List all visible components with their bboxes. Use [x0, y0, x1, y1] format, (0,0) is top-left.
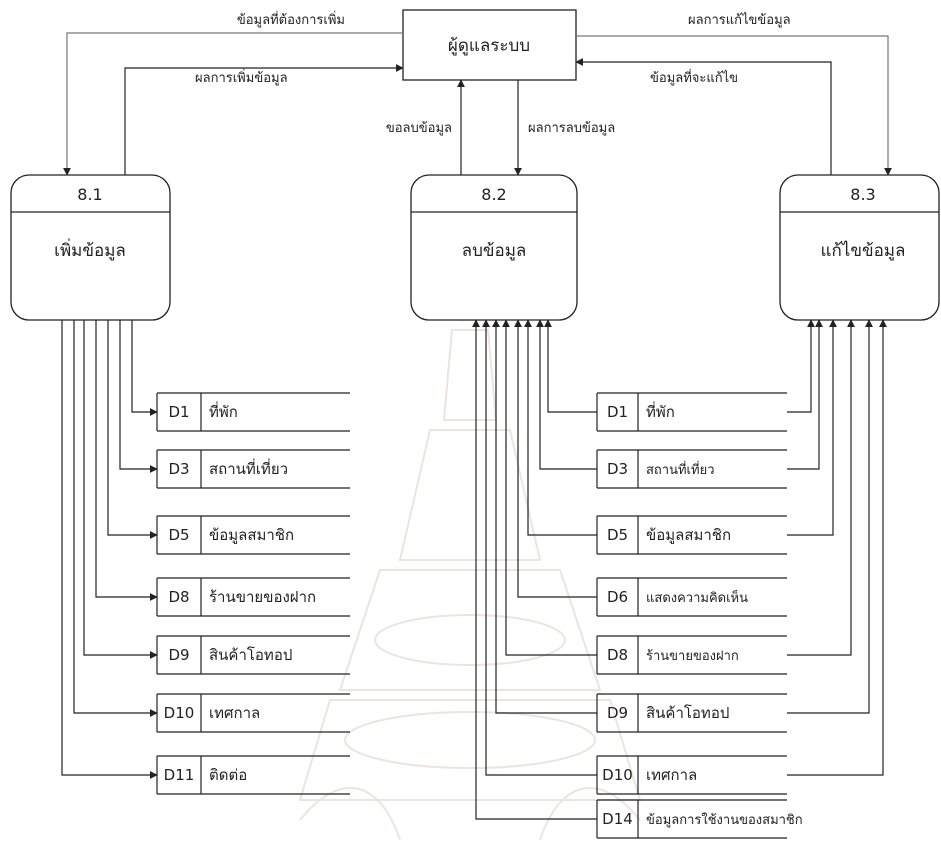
data-store-d10: D10 เทศกาล [596, 755, 787, 795]
process-8-3: 8.3 แก้ไขข้อมูล [779, 174, 940, 321]
store-name: สินค้าโอทอป [646, 704, 729, 722]
store-id: D3 [607, 460, 628, 478]
process-8-2: 8.2 ลบข้อมูล [410, 174, 578, 321]
external-entity-label: ผู้ดูแลระบบ [448, 36, 530, 56]
store-connector [95, 320, 158, 601]
data-store-d14: D14 ข้อมูลการใช้งานของสมาชิก [596, 799, 803, 839]
process-id: 8.3 [850, 185, 875, 204]
process-8-1: 8.1 เพิ่มข้อมูล [10, 174, 171, 321]
store-id: D14 [602, 810, 633, 828]
store-connector [61, 320, 158, 779]
store-name: ที่พัก [209, 401, 238, 421]
store-connector [787, 319, 855, 656]
flow-label-to-8-2: ขอลบข้อมูล [386, 121, 452, 136]
store-connector [514, 319, 597, 598]
external-entity-admin: ผู้ดูแลระบบ [402, 9, 577, 81]
data-store-d8: D8 ร้านขายของฝาก [596, 635, 787, 675]
data-store-d9: D9 สินค้าโอทอป [156, 635, 350, 675]
store-id: D8 [168, 588, 189, 606]
store-id: D9 [607, 704, 628, 722]
store-connector [73, 320, 158, 717]
store-connector [524, 319, 597, 536]
flow-label-from-8-2: ผลการลบข้อมูล [528, 121, 615, 136]
store-name: ร้านขายของฝาก [209, 588, 316, 606]
store-connectors [61, 319, 887, 820]
store-name: ที่พัก [646, 401, 675, 421]
data-store-d5: D5 ข้อมูลสมาชิก [156, 515, 350, 555]
flow-to-8-3 [576, 35, 892, 176]
flow-label-from-8-1: ผลการเพิ่มข้อมูล [195, 69, 288, 86]
data-store-d1: D1 ที่พัก [596, 392, 787, 432]
data-store-d10: D10 เทศกาล [156, 693, 350, 733]
store-name: สถานที่เที่ยว [209, 458, 288, 478]
data-store-d3: D3 สถานที่เที่ยว [156, 449, 350, 489]
store-name: ข้อมูลสมาชิก [646, 526, 731, 544]
store-connector [119, 320, 158, 473]
store-connector [787, 319, 815, 413]
store-id: D1 [607, 403, 628, 421]
store-connector [544, 319, 597, 413]
store-connector [787, 319, 873, 714]
store-name: ข้อมูลสมาชิก [209, 526, 294, 544]
store-connector [787, 319, 837, 536]
process-name: แก้ไขข้อมูล [821, 240, 906, 261]
store-connector [482, 319, 597, 776]
store-name: สถานที่เที่ยว [646, 461, 715, 478]
store-name: ร้านขายของฝาก [646, 649, 739, 664]
data-store-d5: D5 ข้อมูลสมาชิก [596, 515, 787, 555]
flow-label-to-8-3: ข้อมูลที่จะแก้ไข [650, 69, 738, 86]
process-name: ลบข้อมูล [462, 241, 527, 261]
store-name: สินค้าโอทอป [209, 646, 292, 664]
store-name: ติดต่อ [209, 766, 247, 784]
store-name: ข้อมูลการใช้งานของสมาชิก [646, 812, 803, 828]
flow-label-to-8-1: ข้อมูลที่ต้องการเพิ่ม [237, 11, 345, 28]
data-store-d9: D9 สินค้าโอทอป [596, 693, 787, 733]
store-id: D5 [607, 526, 628, 544]
data-store-d3: D3 สถานที่เที่ยว [596, 449, 787, 489]
store-id: D5 [168, 526, 189, 544]
flow-from-8-1 [124, 64, 404, 175]
store-name: เทศกาล [646, 766, 697, 784]
data-store-d11: D11 ติดต่อ [156, 755, 350, 795]
store-id: D3 [168, 460, 189, 478]
process-name: เพิ่มข้อมูล [54, 238, 126, 261]
store-connector [787, 319, 823, 470]
store-connector [502, 319, 597, 656]
store-connector [83, 320, 158, 659]
store-id: D11 [164, 766, 195, 784]
data-store-d1: D1 ที่พัก [156, 392, 350, 432]
data-store-d6: D6 แสดงความคิดเห็น [596, 577, 787, 617]
store-id: D9 [168, 646, 189, 664]
store-connector [107, 320, 158, 539]
store-connector [536, 319, 597, 470]
store-connector [787, 319, 887, 776]
store-id: D8 [607, 646, 628, 664]
store-connector [472, 319, 597, 820]
store-id: D10 [602, 766, 633, 784]
store-connector [131, 320, 158, 416]
store-id: D10 [164, 704, 195, 722]
flow-from-8-3 [575, 58, 832, 175]
store-id: D6 [607, 588, 628, 606]
store-name: แสดงความคิดเห็น [646, 588, 748, 606]
watermark-emblem [298, 284, 642, 841]
process-id: 8.2 [481, 185, 506, 204]
store-connector [492, 319, 597, 714]
flow-label-from-8-3: ผลการแก้ไขข้อมูล [688, 12, 791, 28]
data-store-d8: D8 ร้านขายของฝาก [156, 577, 350, 617]
data-stores: D1 ที่พัก D3 สถานที่เที่ยว D5 ข้อมูลสมาชิก D8 ร… [156, 392, 803, 839]
process-id: 8.1 [77, 185, 102, 204]
store-id: D1 [168, 403, 189, 421]
store-name: เทศกาล [209, 704, 260, 722]
flow-to-8-1 [63, 32, 403, 176]
admin-flows [63, 32, 892, 176]
